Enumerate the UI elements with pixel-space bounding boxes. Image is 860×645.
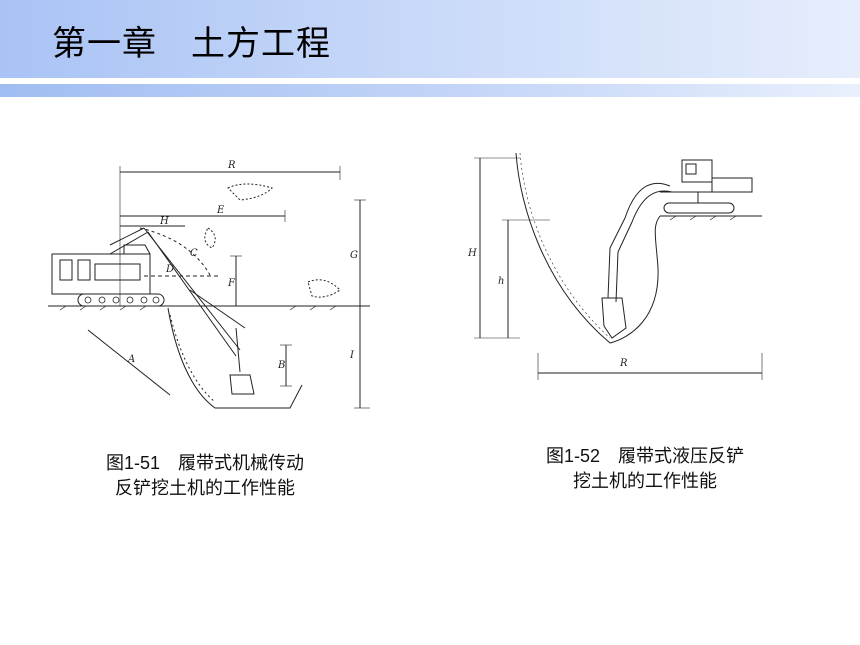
caption-number: 图1-52	[545, 446, 601, 466]
figure-1-52-caption: 图1-52 履带式液压反铲 挖土机的工作性能	[505, 444, 785, 494]
label-H: H	[159, 216, 169, 227]
label-D: D	[165, 264, 174, 275]
figure-1-51-caption: 图1-51 履带式机械传动 反铲挖土机的工作性能	[70, 451, 340, 501]
figure-1-52-diagram: H h R	[467, 152, 763, 380]
caption-line2: 挖土机的工作性能	[573, 471, 717, 492]
caption-line2: 反铲挖土机的工作性能	[115, 478, 295, 499]
page-title: 第一章土方工程	[52, 16, 331, 65]
chapter-title: 土方工程	[191, 24, 331, 64]
label-B: B	[277, 360, 285, 371]
label-F: F	[227, 278, 236, 289]
caption-line1: 履带式液压反铲	[618, 446, 745, 467]
title-divider	[0, 84, 860, 97]
label-A: A	[127, 354, 135, 365]
label-R: R	[227, 160, 236, 171]
title-bar: 第一章土方工程	[0, 0, 860, 78]
label-C: C	[190, 248, 198, 259]
label-h: h	[498, 276, 504, 287]
label-R2: R	[619, 358, 628, 369]
chapter-label: 第一章	[52, 24, 157, 64]
figure-1-51-diagram: R E H C D F G A B I	[48, 160, 370, 409]
label-I: I	[349, 350, 355, 361]
label-G: G	[350, 250, 358, 261]
caption-line1: 履带式机械传动	[178, 453, 305, 474]
label-E: E	[216, 205, 225, 216]
label-H2: H	[467, 248, 477, 259]
caption-number: 图1-51	[105, 453, 161, 473]
